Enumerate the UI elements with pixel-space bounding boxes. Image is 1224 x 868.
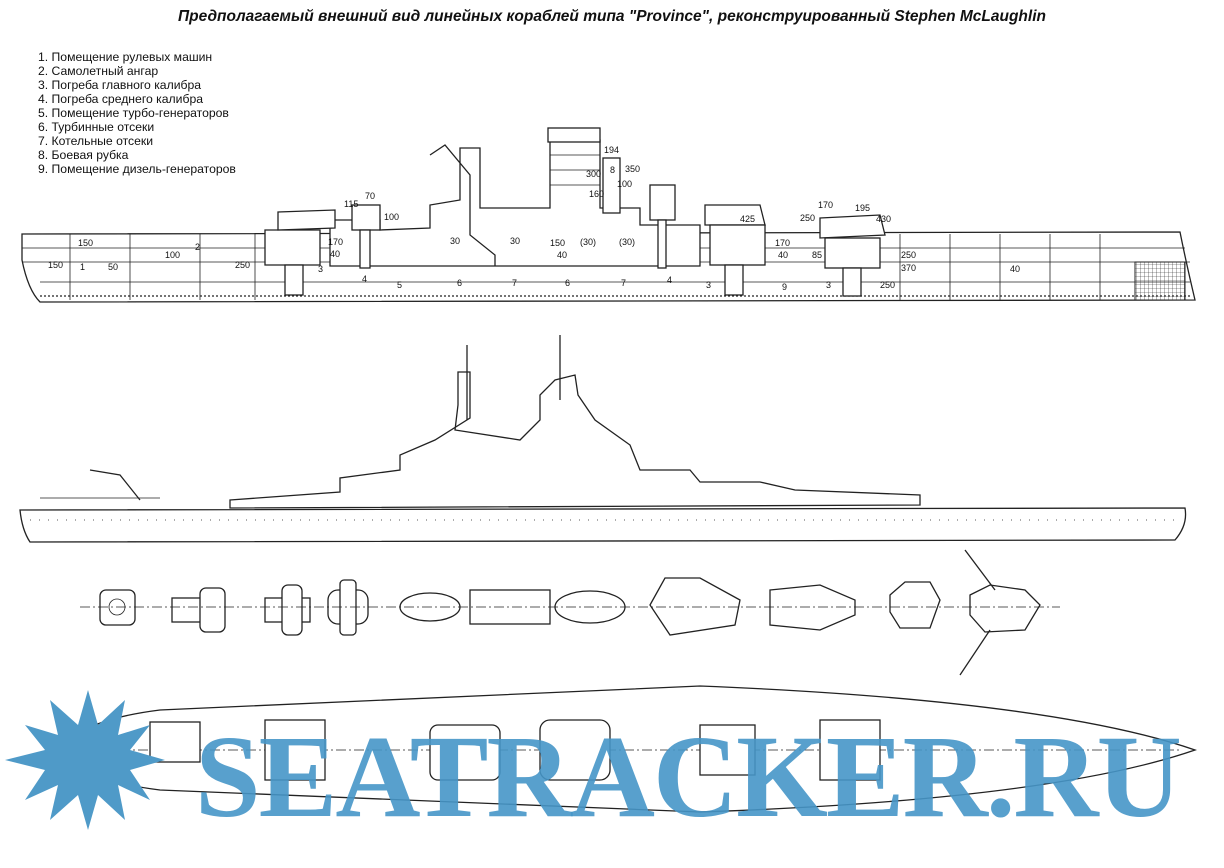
compartment-marker: 6 [457,278,462,288]
legend-item: 5. Помещение турбо-генераторов [38,106,229,120]
armor-label: 150 [48,260,63,270]
compartment-marker: 7 [512,278,517,288]
compartment-marker: 5 [397,280,402,290]
armor-label: 30 [510,236,520,246]
legend-item: 6. Турбинные отсеки [38,120,155,134]
inboard-profile: 150 100 50 250 150 70 115 100 170 40 30 … [21,127,1196,303]
compartment-marker: 3 [826,280,831,290]
legend-item: 7. Котельные отсеки [38,134,154,148]
compartment-marker: 3 [706,280,711,290]
deck-plan [59,685,1197,813]
armor-label: 160 [589,189,604,199]
armor-label: 194 [604,145,619,155]
legend-item: 3. Погреба главного калибра [38,78,202,92]
armor-label: 170 [818,200,833,210]
armor-label: 150 [550,238,565,248]
compartment-marker: 1 [80,262,85,272]
compartment-marker: 4 [667,275,672,285]
armor-label: 250 [800,213,815,223]
armor-label: 170 [328,237,343,247]
armor-label: 40 [557,250,567,260]
armor-label: 425 [740,214,755,224]
external-profile [19,335,1187,543]
legend-item: 9. Помещение дизель-генераторов [38,162,236,176]
armor-label: 250 [901,250,916,260]
armor-label: 50 [108,262,118,272]
armor-label: 70 [365,191,375,201]
armor-label: 100 [384,212,399,222]
armor-label: 250 [235,260,250,270]
armor-label: (30) [619,237,635,247]
armor-label: 40 [330,249,340,259]
armor-label: 100 [165,250,180,260]
armor-label: 30 [450,236,460,246]
compartment-marker: 2 [195,242,200,252]
compartment-marker: 6 [565,278,570,288]
legend-item: 4. Погреба среднего калибра [38,92,203,106]
watermark-starburst-icon [5,690,165,830]
armor-label: 115 [344,199,358,209]
armor-label: 250 [880,280,895,290]
armor-label: 195 [855,203,870,213]
armor-label: 100 [617,179,632,189]
compartment-marker: 3 [318,264,323,274]
compartment-marker: 4 [362,274,367,284]
compartment-marker: 9 [782,282,787,292]
legend-item: 8. Боевая рубка [38,148,129,162]
armor-label: 300 [586,169,601,179]
armor-label: (30) [580,237,596,247]
armor-label: 40 [1010,264,1020,274]
armor-label: 430 [876,214,891,224]
armor-label: 40 [778,250,788,260]
armor-label: 85 [812,250,822,260]
legend-item: 1. Помещение рулевых машин [38,50,213,64]
armor-label: 150 [78,238,93,248]
drawing-title: Предполагаемый внешний вид линейных кора… [178,8,1046,25]
compartment-marker: 7 [621,278,626,288]
watermark: SEATRACKER.RU [195,711,1182,842]
legend-item: 2. Самолетный ангар [38,64,159,78]
armor-label: 170 [775,238,790,248]
armor-label: 370 [901,263,916,273]
turret-plans [80,549,1060,676]
compartment-marker: 8 [610,165,615,175]
legend: 1. Помещение рулевых машин 2. Самолетный… [38,50,236,176]
armor-label: 350 [625,164,640,174]
